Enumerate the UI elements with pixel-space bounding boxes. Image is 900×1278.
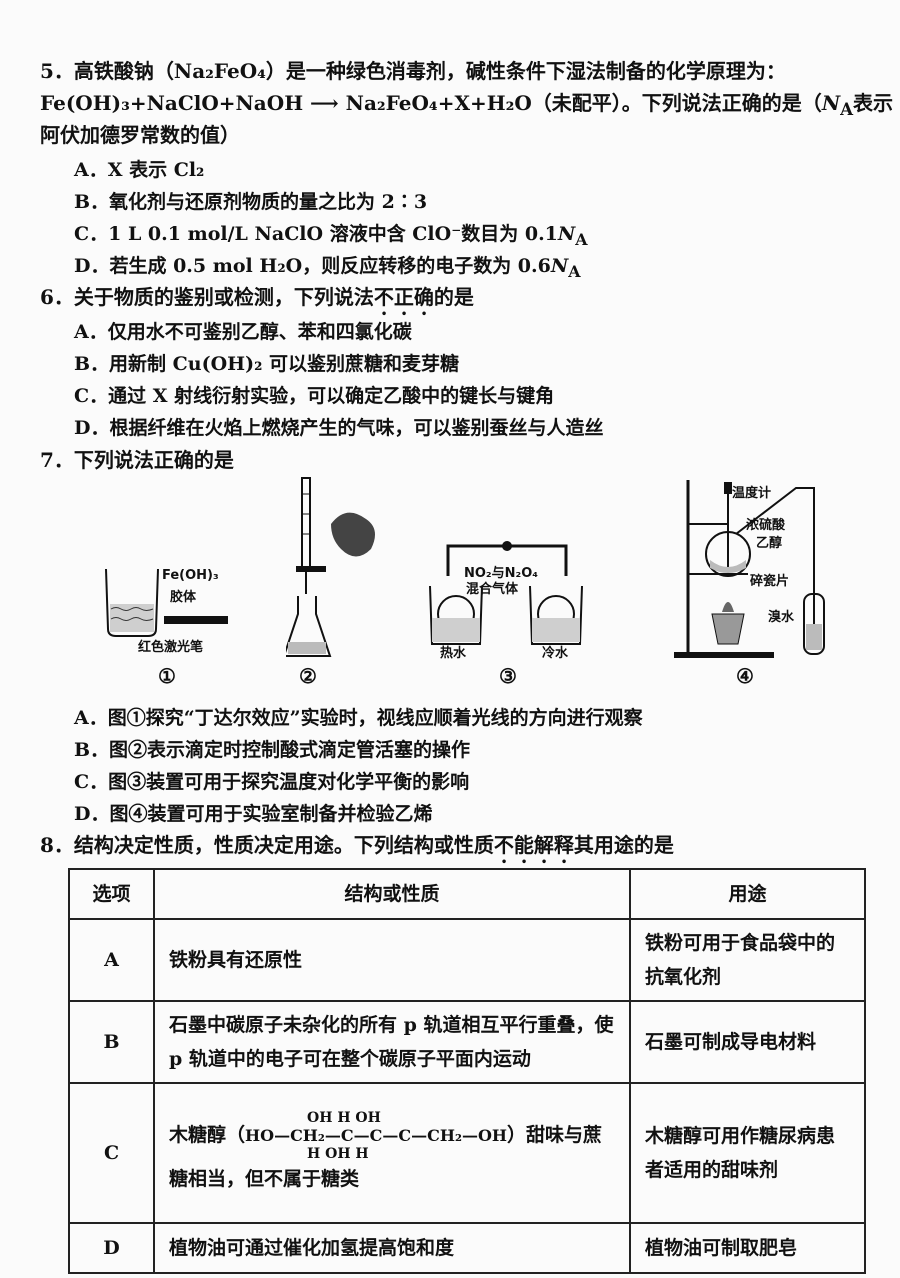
- fig4-label-sulfuric-acid: 浓硫酸: [746, 518, 786, 533]
- fig4-label-ethanol: 乙醇: [756, 536, 783, 551]
- figure-number-3: ③: [499, 664, 517, 688]
- fig1-label-colloid: 胶体: [170, 590, 197, 605]
- fig3-label-cold-water: 冷水: [542, 646, 569, 661]
- q5-option-b: B．氧化剂与还原剂物质的量之比为 2∶3: [74, 191, 428, 213]
- row-option: B: [68, 1000, 155, 1084]
- q7-option-b: B．图②表示滴定时控制酸式滴定管活塞的操作: [74, 739, 471, 761]
- row-option: D: [68, 1222, 155, 1274]
- q5-option-d: D．若生成 0.5 mol H₂O，则反应转移的电子数为 0.6NA: [74, 255, 581, 281]
- figure2-titration-diagram: [286, 477, 375, 657]
- figure-number-1: ①: [158, 664, 176, 688]
- row-property: 石墨中碳原子未杂化的所有 p 轨道相互平行重叠，使 p 轨道中的电子可在整个碳原…: [153, 1000, 631, 1084]
- row-use: 植物油可制取肥皂: [629, 1222, 866, 1274]
- q7-option-c: C．图③装置可用于探究温度对化学平衡的影响: [74, 771, 470, 793]
- figure-number-4: ④: [736, 664, 754, 688]
- fig1-label-feoh3: Fe(OH)₃: [162, 568, 219, 583]
- q5-stem-line1: 5．高铁酸钠（Na₂FeO₄）是一种绿色消毒剂，碱性条件下湿法制备的化学原理为：: [40, 59, 786, 83]
- figure4-ethylene-apparatus: [674, 480, 825, 658]
- q8-table: 选项 结构或性质 用途 A 铁粉具有还原性 铁粉可用于食品袋中的抗氧化剂 B 石…: [68, 868, 866, 1274]
- q6-option-a: A．仅用水不可鉴别乙醇、苯和四氯化碳: [74, 321, 412, 343]
- row-property: 植物油可通过催化加氢提高饱和度: [153, 1222, 631, 1274]
- fig3-label-mixture: 混合气体: [466, 582, 519, 597]
- row-property: 铁粉具有还原性: [153, 918, 631, 1002]
- row-use: 铁粉可用于食品袋中的抗氧化剂: [629, 918, 866, 1002]
- q7-figures: Fe(OH)₃ 胶体 红色激光笔 ① ② NO₂与N₂O₄: [96, 474, 856, 689]
- q7-option-d: D．图④装置可用于实验室制备并检验乙烯: [74, 803, 433, 825]
- fig4-label-thermometer: 温度计: [732, 486, 772, 501]
- table-row: D 植物油可通过催化加氢提高饱和度 植物油可制取肥皂: [68, 1222, 866, 1274]
- table-header-row: 选项 结构或性质 用途: [68, 868, 866, 920]
- row-option: A: [68, 918, 155, 1002]
- q5-stem-line3: 阿伏加德罗常数的值）: [40, 123, 240, 147]
- q7-stem: 7．下列说法正确的是: [40, 448, 234, 472]
- figure1-tyndall-diagram: [105, 568, 228, 637]
- q6-stem: 6．关于物质的鉴别或检测，下列说法不正确的是: [40, 285, 474, 309]
- figure-number-2: ②: [299, 664, 317, 688]
- fig3-label-hot-water: 热水: [440, 646, 467, 661]
- q5-stem-line2: Fe(OH)₃+NaClO+NaOH ⟶ Na₂FeO₄+X+H₂O（未配平）。…: [40, 91, 894, 119]
- header-property: 结构或性质: [153, 868, 631, 920]
- q6-option-d: D．根据纤维在火焰上燃烧产生的气味，可以鉴别蚕丝与人造丝: [74, 417, 604, 439]
- fig4-label-bromine-water: 溴水: [768, 610, 795, 625]
- row-option: C: [68, 1082, 155, 1224]
- fig1-label-laser: 红色激光笔: [138, 640, 204, 655]
- fig4-label-porcelain: 碎瓷片: [750, 574, 790, 589]
- q8-stem: 8．结构决定性质，性质决定用途。下列结构或性质不能解释其用途的是: [40, 833, 674, 857]
- q6-option-c: C．通过 X 射线衍射实验，可以确定乙酸中的键长与键角: [74, 385, 555, 407]
- q5-option-a: A．X 表示 Cl₂: [74, 159, 205, 181]
- table-row: B 石墨中碳原子未杂化的所有 p 轨道相互平行重叠，使 p 轨道中的电子可在整个…: [68, 1000, 866, 1084]
- q7-option-a: A．图①探究“丁达尔效应”实验时，视线应顺着光线的方向进行观察: [74, 707, 643, 729]
- header-option: 选项: [68, 868, 155, 920]
- table-row: A 铁粉具有还原性 铁粉可用于食品袋中的抗氧化剂: [68, 918, 866, 1002]
- fig3-label-gases: NO₂与N₂O₄: [464, 566, 538, 581]
- row-use: 木糖醇可用作糖尿病患者适用的甜味剂: [629, 1082, 866, 1224]
- q5-option-c: C．1 L 0.1 mol/L NaClO 溶液中含 ClO⁻数目为 0.1NA: [74, 223, 588, 249]
- header-use: 用途: [629, 868, 866, 920]
- row-use: 石墨可制成导电材料: [629, 1000, 866, 1084]
- figure3-equilibrium-diagram: [429, 541, 583, 645]
- q6-option-b: B．用新制 Cu(OH)₂ 可以鉴别蔗糖和麦芽糖: [74, 353, 460, 375]
